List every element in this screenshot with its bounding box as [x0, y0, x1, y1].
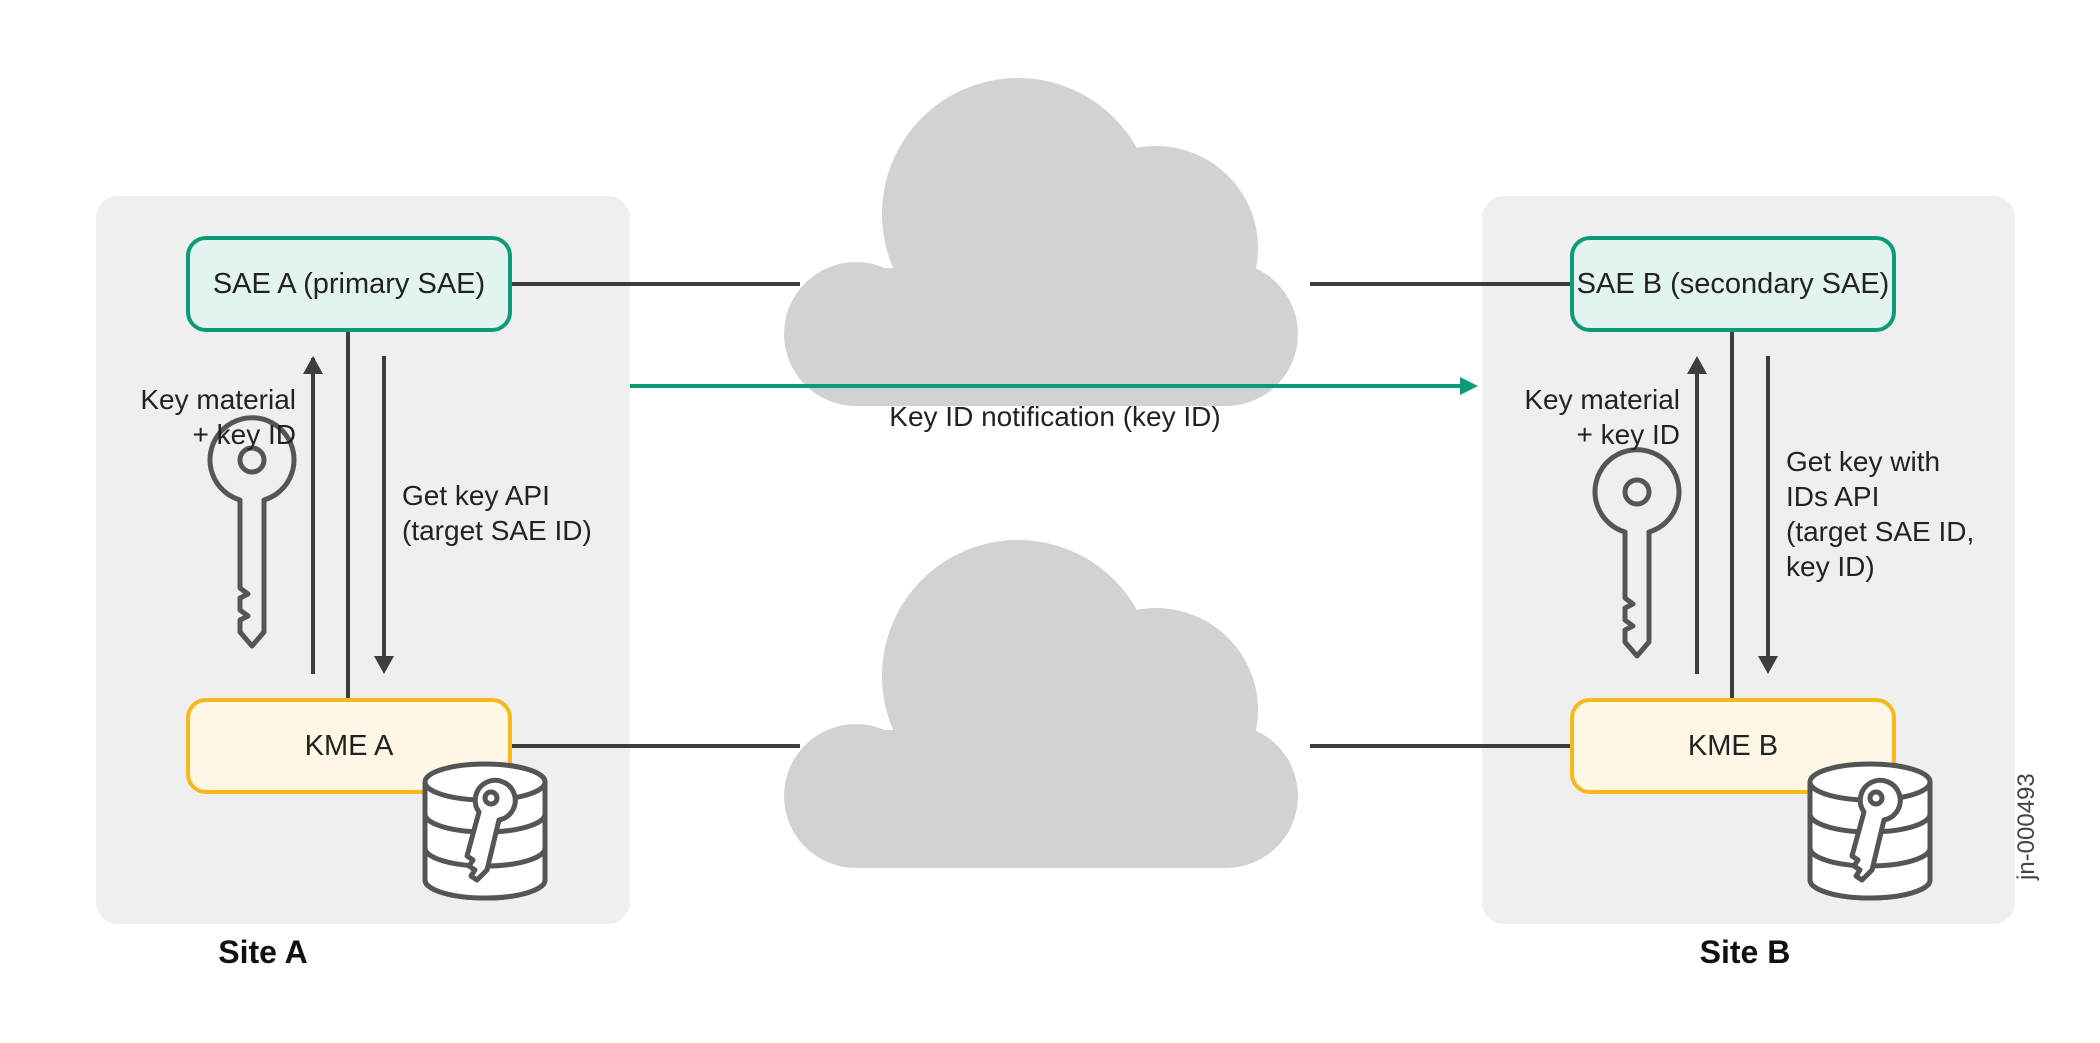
- key-icon: [207, 415, 297, 649]
- arrowhead-up-a: [303, 356, 323, 374]
- cloud-icon: [784, 78, 1298, 406]
- get-key-label-b: Get key with IDs API (target SAE ID, key…: [1786, 446, 1975, 582]
- cloud-icon: [784, 540, 1298, 868]
- arrowhead-up-b: [1687, 356, 1707, 374]
- kme-a-node: KME A: [186, 698, 512, 794]
- get-key-label-a: Get key API (target SAE ID): [402, 480, 592, 546]
- site-b-label: Site B: [1699, 934, 1791, 970]
- kme-b-node: KME B: [1570, 698, 1896, 794]
- arrowhead-down-b: [1758, 656, 1778, 674]
- figure-id: jn-000493: [2013, 773, 2040, 880]
- key-id-notification-label: Key ID notification (key ID): [889, 401, 1221, 432]
- site-a-label: Site A: [218, 934, 308, 970]
- key-material-label-a: Key material + key ID: [140, 384, 296, 450]
- sae-b-node: SAE B (secondary SAE): [1570, 236, 1896, 332]
- key-material-label-b: Key material + key ID: [1524, 384, 1680, 450]
- sae-a-node: SAE A (primary SAE): [186, 236, 512, 332]
- arrowhead-down-a: [374, 656, 394, 674]
- key-icon: [1592, 447, 1682, 659]
- arrowhead-key-id-notification: [1460, 377, 1478, 395]
